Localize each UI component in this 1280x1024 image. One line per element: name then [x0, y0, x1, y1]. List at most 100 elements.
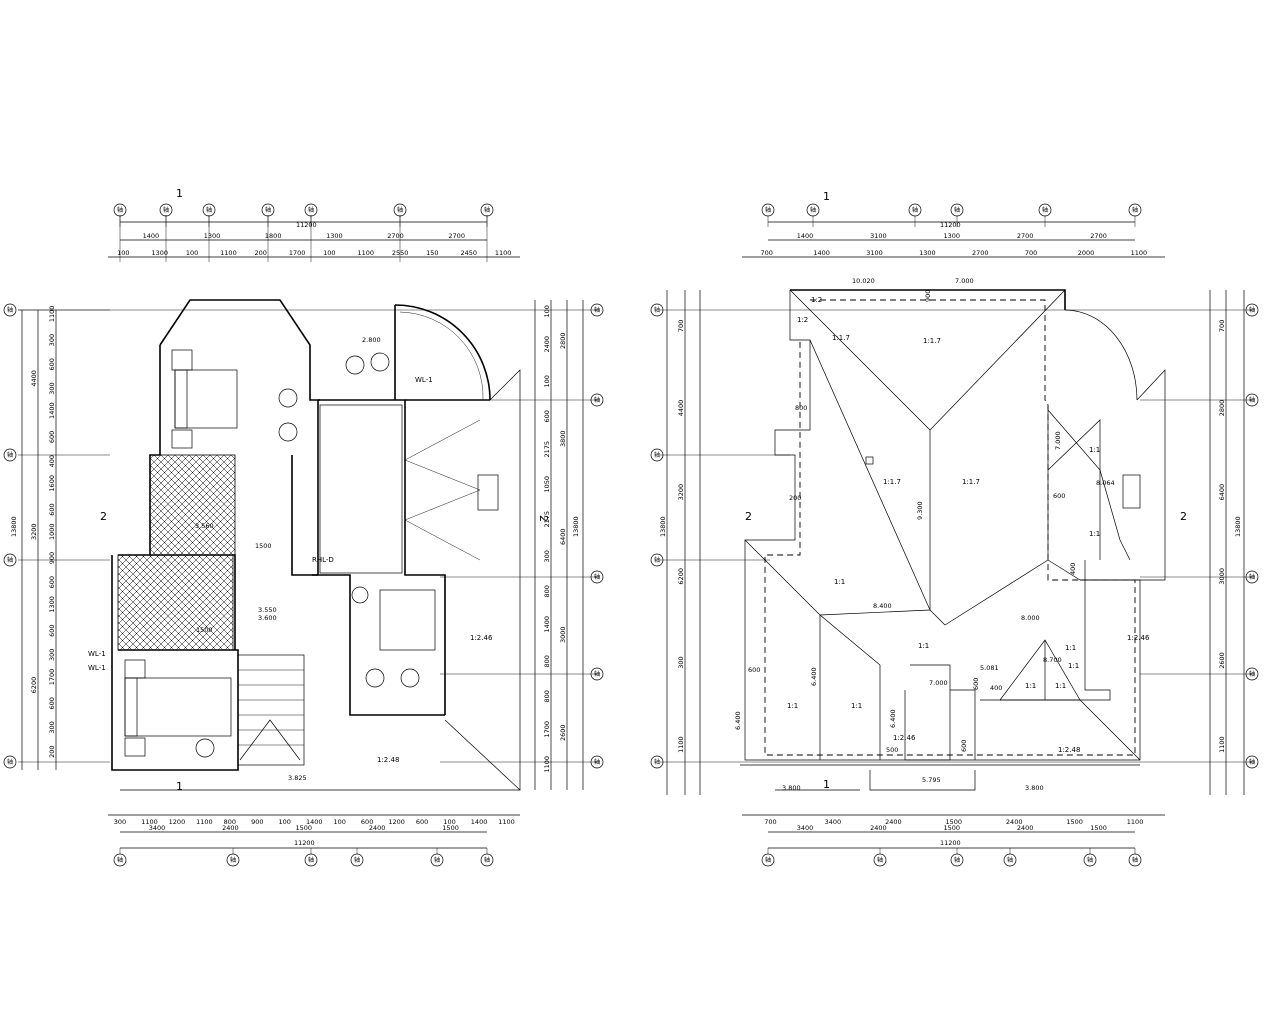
left-label-rhl: RHL-D	[312, 556, 334, 564]
right-small-dim-10: 600	[960, 740, 968, 752]
right-roof-ridges	[740, 289, 1141, 791]
right-bot-dim-r1-2: 2400	[885, 818, 902, 826]
right-top-axis-bubble-2-label: 轴	[912, 206, 918, 214]
left-left-axis-bubble-0-label: 轴	[7, 306, 13, 314]
left-right-dim-6: 2175	[543, 511, 551, 528]
left-top-axis-bubble-2-label: 轴	[206, 206, 212, 214]
right-top-dim-r2-3: 1300	[919, 249, 936, 257]
right-top-axis-bubble-3-label: 轴	[954, 206, 960, 214]
left-bot-dim-r1-10: 1200	[388, 818, 405, 826]
left-top-dim-r2-4: 200	[255, 249, 267, 257]
left-top-dim-r2-11: 1100	[495, 249, 512, 257]
right-top-axis-bubble-5-label: 轴	[1132, 206, 1138, 214]
right-bot-dim-r2-1: 2400	[870, 824, 887, 832]
left-floor-plan: 轴轴轴轴轴轴轴 轴轴轴轴轴轴 轴轴轴轴轴轴轴轴轴 11200 11200	[3, 187, 604, 867]
left-left-dim-5: 600	[48, 431, 56, 443]
right-elev-7: 7.000	[929, 679, 948, 687]
left-bot-dim-r1-11: 600	[416, 818, 428, 826]
right-section-mark-bottom: 1	[823, 778, 830, 791]
right-labels: 1:2 1:2 1:1.7 1:1.7 1:1.7 1:1.7 1:1 1:1 …	[734, 190, 1187, 792]
left-top-axis-bubble-1: 轴	[159, 203, 173, 217]
left-section-mark-top: 1	[176, 187, 183, 200]
left-top-dim-r2-1: 1300	[152, 249, 169, 257]
right-bot-dim-r2-4: 1500	[1090, 824, 1107, 832]
right-elev-13: 9.300	[916, 501, 924, 520]
left-right-dim-0: 100	[543, 305, 551, 317]
right-bot-dim-r1-4: 2400	[1006, 818, 1023, 826]
left-bot-dim-r1-8: 100	[333, 818, 345, 826]
left-left-dim-3: 300	[48, 382, 56, 394]
right-slope-12: 1:1	[851, 702, 862, 710]
left-bot-dim-r1-9: 600	[361, 818, 373, 826]
left-left-dim-13: 600	[48, 624, 56, 636]
right-left-axis-bubble-2-label: 轴	[654, 556, 660, 564]
left-top-dim-r2-0: 100	[117, 249, 129, 257]
left-top-axis-bubble-2: 轴	[202, 203, 216, 217]
right-elev-11: 3.800	[1025, 784, 1044, 792]
left-left-axis-bubble-2-label: 轴	[7, 556, 13, 564]
right-top-axis-bubble-4: 轴	[1038, 203, 1052, 217]
left-right-dimension-lines: 13800	[534, 300, 584, 790]
right-slope-14: 1:1	[1055, 682, 1066, 690]
left-left-dim-1: 300	[48, 334, 56, 346]
right-bot-dim-r1-6: 1100	[1127, 818, 1144, 826]
right-axis-lines	[660, 309, 1255, 763]
left-left-axis-bubble-0: 轴	[3, 303, 17, 317]
right-top-dim-r1-2: 1300	[944, 232, 961, 240]
right-right-dim-4: 2600	[1218, 652, 1226, 669]
right-overall-dim-right: 13800	[1234, 516, 1242, 537]
right-slope-13: 1:1	[1025, 682, 1036, 690]
left-slope-bottom-label: 1:2.48	[377, 756, 399, 764]
right-overall-dim-left: 13800	[659, 516, 667, 537]
left-left-axis-bubble-1: 轴	[3, 448, 17, 462]
left-top-dim-r2-9: 150	[426, 249, 438, 257]
left-left-dim-8: 600	[48, 503, 56, 515]
right-bottom-axis-bubble-2: 轴	[950, 853, 964, 867]
right-elev-6: 8.700	[1043, 656, 1062, 664]
left-left-dim-major-1: 3200	[30, 523, 38, 540]
left-bot-dim-r1-2: 1200	[169, 818, 186, 826]
left-top-dim-r2-8: 2550	[392, 249, 409, 257]
right-bot-dim-r1-0: 700	[764, 818, 776, 826]
right-bot-dim-r1-1: 3400	[825, 818, 842, 826]
left-bot-dim-r2-4: 1500	[442, 824, 459, 832]
right-left-dim-2: 3200	[677, 484, 685, 501]
right-small-dim-3: 200	[789, 494, 801, 502]
right-left-dim-1: 4400	[677, 400, 685, 417]
right-elev-3: 8.064	[1096, 479, 1115, 487]
right-slope-16: 1:1	[1068, 662, 1079, 670]
left-top-axis-bubble-1-label: 轴	[163, 206, 169, 214]
right-right-dim-5: 1100	[1218, 736, 1226, 753]
right-overall-dim-bottom: 11200	[940, 839, 961, 847]
right-top-axis-bubbles: 轴轴轴轴轴轴	[761, 203, 1142, 227]
left-right-dim-texts: 1002400100600217510502175300800140080080…	[543, 305, 567, 772]
right-top-axis-bubble-3: 轴	[950, 203, 964, 217]
left-left-dim-12: 1300	[48, 596, 56, 613]
right-slope-9: 1:1	[834, 578, 845, 586]
left-right-dim-3: 600	[543, 410, 551, 422]
left-left-dim-2: 600	[48, 358, 56, 370]
right-roof-plan: 轴轴轴轴轴轴 轴轴轴轴轴轴 轴轴轴轴轴轴轴轴轴 11200 11200 1380…	[650, 190, 1259, 867]
left-overall-dim-bottom: 11200	[294, 839, 315, 847]
left-top-dim-r1-3: 1300	[326, 232, 343, 240]
right-bottom-axis-bubble-0: 轴	[761, 853, 775, 867]
left-bottom-axis-bubble-0: 轴	[113, 853, 127, 867]
left-right-dim-2: 100	[543, 375, 551, 387]
right-elev-8: 5.081	[980, 664, 999, 672]
right-slope-18: 1:2.46	[1127, 634, 1150, 642]
left-left-dim-major-0: 4400	[30, 370, 38, 387]
right-top-axis-bubble-2: 轴	[908, 203, 922, 217]
right-left-axis-bubble-1-label: 轴	[654, 451, 660, 459]
left-right-dim-4: 2175	[543, 441, 551, 458]
right-top-dim-r1-4: 2700	[1090, 232, 1107, 240]
right-top-axis-bubble-1: 轴	[806, 203, 820, 217]
left-top-dim-r2-7: 1100	[358, 249, 375, 257]
right-bot-dim-r2-0: 3400	[797, 824, 814, 832]
left-bot-dim-r2-2: 1500	[296, 824, 313, 832]
right-right-dim-1: 2800	[1218, 400, 1226, 417]
right-elev-14: 7.000	[1054, 431, 1062, 450]
